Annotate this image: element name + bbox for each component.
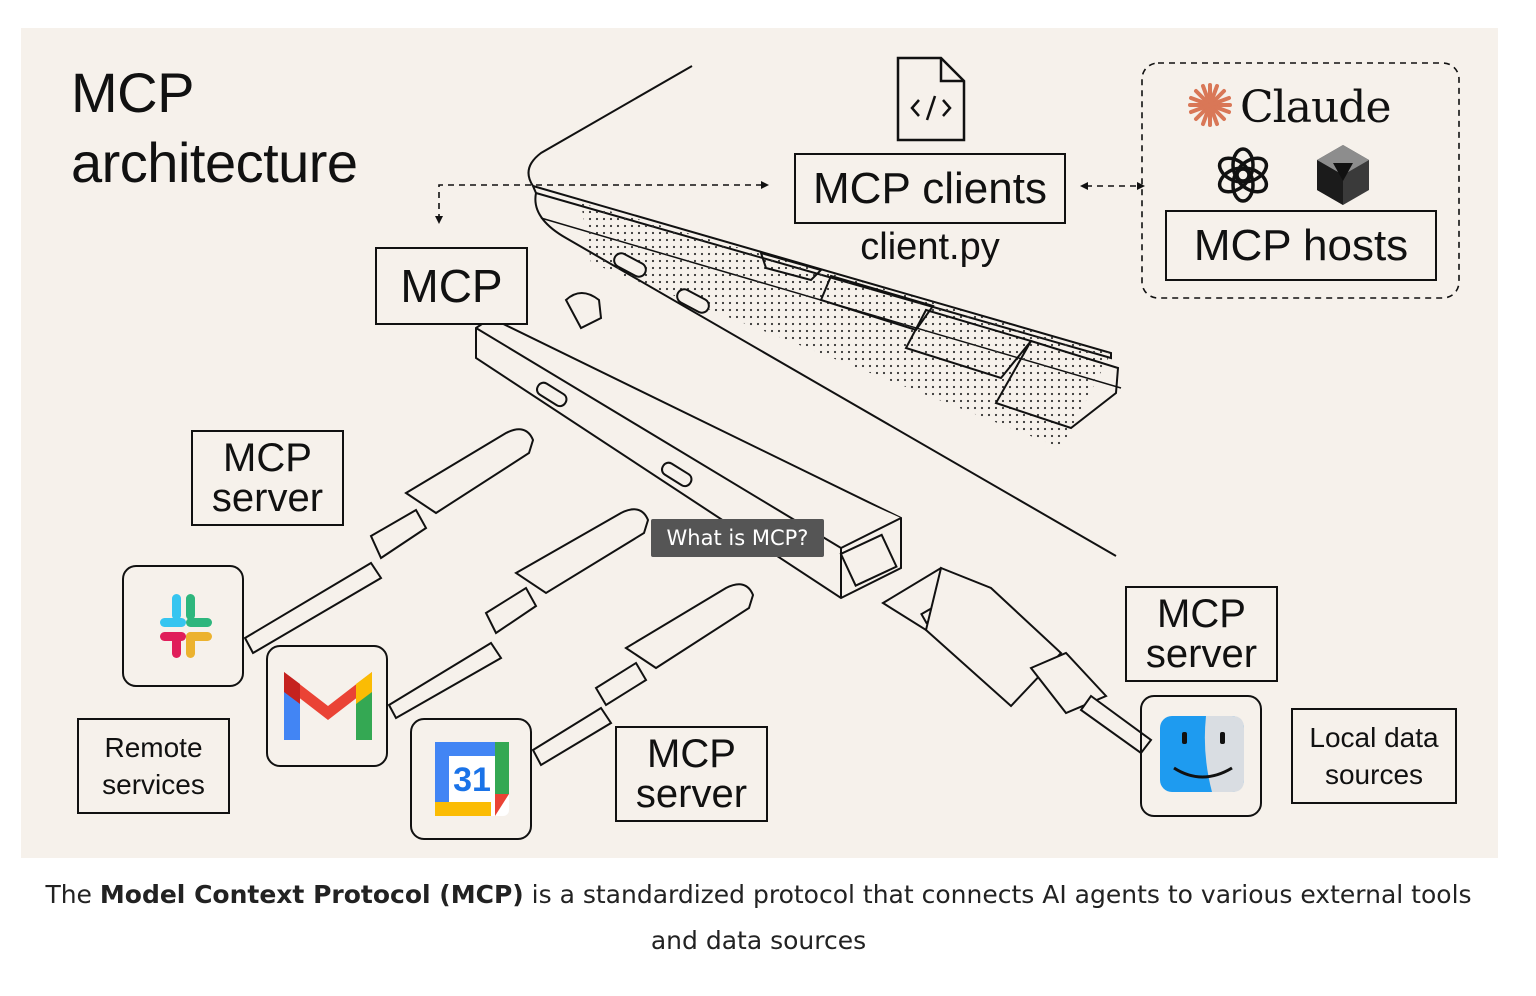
mcp-server-box-top: MCP server	[191, 430, 344, 526]
mcp-server-box-bottom: MCP server	[615, 726, 768, 822]
laptop-port	[613, 252, 647, 278]
mcp-hosts-label: MCP hosts	[1193, 220, 1409, 270]
mcp-architecture-figure: 31 MCP architecture MCP clients client.p…	[21, 28, 1498, 858]
gmail-app-tile	[266, 645, 388, 767]
local-data-sources-line1: Local data	[1309, 722, 1439, 753]
figure-caption: The Model Context Protocol (MCP) is a st…	[20, 872, 1497, 964]
claude-wordmark: Claude	[1240, 82, 1392, 133]
finder-icon	[1160, 716, 1244, 792]
laptop-base	[531, 184, 1112, 360]
mcp-server-bottom-line2: server	[635, 772, 748, 816]
title-line-1: MCP	[71, 61, 194, 124]
caption-bold-term: Model Context Protocol (MCP)	[99, 880, 524, 909]
what-is-mcp-tooltip: What is MCP?	[651, 519, 824, 557]
usb-a-cable	[881, 566, 1153, 755]
remote-services-line1: Remote	[104, 732, 203, 763]
finder-app-tile	[1140, 695, 1262, 817]
local-data-sources-line2: sources	[1324, 759, 1424, 790]
mcp-server-right-line1: MCP	[1157, 592, 1246, 636]
mcp-hosts-box: MCP hosts	[1165, 210, 1437, 281]
title-line-2: architecture	[71, 131, 358, 194]
mcp-hub-box: MCP	[375, 247, 528, 325]
mcp-server-top-line2: server	[211, 476, 324, 520]
laptop-port	[676, 288, 710, 314]
mcp-clients-label: MCP clients	[813, 163, 1047, 213]
gmail-icon	[284, 672, 372, 740]
caption-suffix: is a standardized protocol that connects…	[523, 880, 1472, 909]
slack-icon	[160, 594, 212, 658]
openai-logo	[1217, 147, 1269, 203]
mcp-server-right-line2: server	[1145, 632, 1258, 676]
mcp-server-top-line1: MCP	[223, 436, 312, 480]
usb-c-cables	[243, 428, 755, 767]
remote-services-line2: services	[102, 769, 205, 800]
code-file-icon	[896, 56, 966, 142]
local-data-sources-box: Local data sources	[1291, 708, 1457, 804]
calendar-day: 31	[453, 761, 491, 799]
perplexity-logo	[1317, 145, 1369, 205]
client-file-label: client.py	[860, 226, 1000, 268]
google-calendar-icon: 31	[435, 742, 509, 816]
mcp-server-bottom-line1: MCP	[647, 732, 736, 776]
diagram-title: MCP architecture	[71, 58, 358, 198]
caption-prefix: The	[45, 880, 100, 909]
claude-logo	[1188, 83, 1232, 127]
caption-line-2: and data sources	[650, 926, 867, 955]
mcp-server-box-right: MCP server	[1125, 586, 1278, 682]
slack-app-tile	[122, 565, 244, 687]
mcp-clients-box: MCP clients	[794, 153, 1066, 224]
remote-services-box: Remote services	[77, 718, 230, 814]
laptop-screen-edge	[527, 65, 693, 187]
mcp-hub-label: MCP	[400, 260, 503, 312]
dashed-connectors	[438, 62, 1460, 299]
calendar-app-tile	[410, 718, 532, 840]
